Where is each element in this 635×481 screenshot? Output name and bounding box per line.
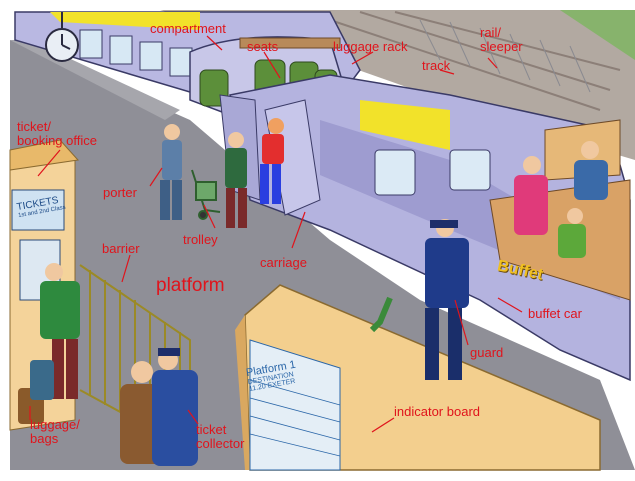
label-rail: rail/	[480, 25, 501, 40]
guard-figure	[369, 219, 469, 380]
passenger-figures	[225, 118, 284, 228]
label-bags: bags	[30, 431, 59, 446]
leader-lines	[29, 35, 523, 433]
trolley-figure	[191, 169, 221, 220]
label-luggage: luggage/	[30, 417, 80, 432]
label-carriage: carriage	[260, 255, 307, 270]
label-ticket-collector: ticket collector	[196, 423, 244, 451]
label-sleeper: sleeper	[480, 39, 523, 54]
label-booking-office: booking office	[17, 133, 97, 148]
customer-figure	[40, 263, 80, 399]
label-seats: seats	[247, 39, 279, 54]
label-ticket-booking-office: ticket/ booking office	[17, 120, 97, 148]
label-compartment: compartment	[150, 21, 226, 36]
label-collector: collector	[196, 436, 245, 451]
station-clock	[45, 12, 79, 62]
label-ticket: ticket/	[17, 119, 51, 134]
label-platform: platform	[156, 275, 225, 296]
buffet-staff-figures	[514, 141, 608, 258]
label-track: track	[422, 58, 451, 73]
label-indicator-board: indicator board	[394, 404, 480, 419]
ticket-collector-figures	[120, 348, 198, 466]
label-buffet-car: buffet car	[528, 306, 582, 321]
label-guard: guard	[470, 345, 504, 360]
label-luggage-bags: luggage/ bags	[30, 418, 80, 446]
label-ticket-word: ticket	[196, 422, 227, 437]
luggage-figure	[18, 360, 54, 424]
porter-figure	[160, 124, 182, 220]
label-trolley: trolley	[183, 232, 218, 247]
label-porter: porter	[103, 185, 137, 200]
indicator-board	[235, 284, 601, 471]
label-luggage-rack: luggage rack	[333, 39, 408, 54]
label-rail-sleeper: rail/ sleeper	[480, 26, 523, 54]
label-barrier: barrier	[102, 241, 140, 256]
